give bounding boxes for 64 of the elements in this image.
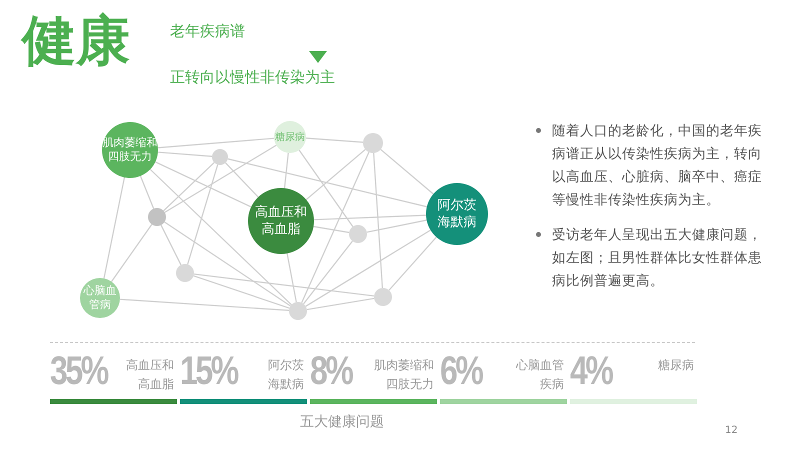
network-node [289,302,307,320]
percentage-value: 6% [440,348,482,395]
chart-caption: 五大健康问题 [300,413,384,431]
connector-line [150,168,292,306]
connector-line [225,162,259,198]
connector-line [306,149,366,200]
connector-line [286,253,297,302]
connector-line [160,224,182,266]
connector-line [164,222,291,306]
connector-line [140,176,154,209]
node-label: 糖尿病 [274,130,306,144]
network-node [176,264,194,282]
connector-line [306,138,364,143]
percentage-value: 8% [310,348,352,395]
connector-line [388,236,437,291]
subtitle: 老年疾病谱 [170,22,245,41]
stat-label: 心脑血管疾病 [515,357,564,393]
disease-circle [274,121,306,153]
connector-line [187,164,218,265]
connector-line [163,162,215,212]
disease-circle [80,278,120,318]
network-node [363,133,383,153]
connector-line [313,226,350,234]
connector-line [380,149,434,194]
disease-circle [248,188,314,254]
connector-line [373,152,384,288]
node-label: 阿尔茨海默病 [436,197,478,231]
connector-line [301,152,370,304]
subtitle: 正转向以慢性非传染为主 [170,68,335,87]
stat-label: 糖尿病 [657,357,694,374]
connector-line [305,230,431,307]
connector-line [103,177,126,279]
connector-line [155,161,252,208]
connector-line [228,158,427,208]
node-label: 心脑血管病 [83,284,117,312]
connector-line [303,240,353,304]
bullet-text: 受访老年人呈现出五大健康问题，如左图；且男性群体比女性群体患病比例普遍更高。 [552,226,762,291]
percentage-value: 15% [180,348,237,395]
connector-line [158,138,274,148]
connector-line [164,144,277,213]
connector-line [158,152,212,157]
connector-line [366,220,427,233]
page-number: 12 [725,425,738,436]
network-node [212,149,228,165]
percentage-value: 35% [50,348,107,395]
network-node [374,288,392,306]
percentage-value: 4% [570,348,612,395]
connector-line [298,150,354,227]
slide-title: 健康 [22,10,130,72]
connector-line [120,298,290,311]
connector-line [314,214,426,220]
node-label: 肌肉萎缩和四肢无力 [102,136,158,164]
bullet-text: 随着人口的老龄化，中国的老年疾病谱正从以传染性疾病为主，转向以高血压、心脏病、脑卒中、癌症等慢性非传染性疾病为主。 [552,122,762,210]
connector-line [284,152,289,188]
network-node [148,208,166,226]
connector-line [306,298,374,310]
connector-line [193,275,290,309]
node-label: 高血压和高血脂 [254,204,308,238]
stat-label: 肌肉萎缩和四肢无力 [373,357,434,393]
stat-label: 高血压和高血脂 [125,357,174,393]
network-node [349,225,367,243]
stat-label: 阿尔茨海默病 [267,357,304,393]
connector-line [194,273,374,297]
connector-line [111,224,152,282]
